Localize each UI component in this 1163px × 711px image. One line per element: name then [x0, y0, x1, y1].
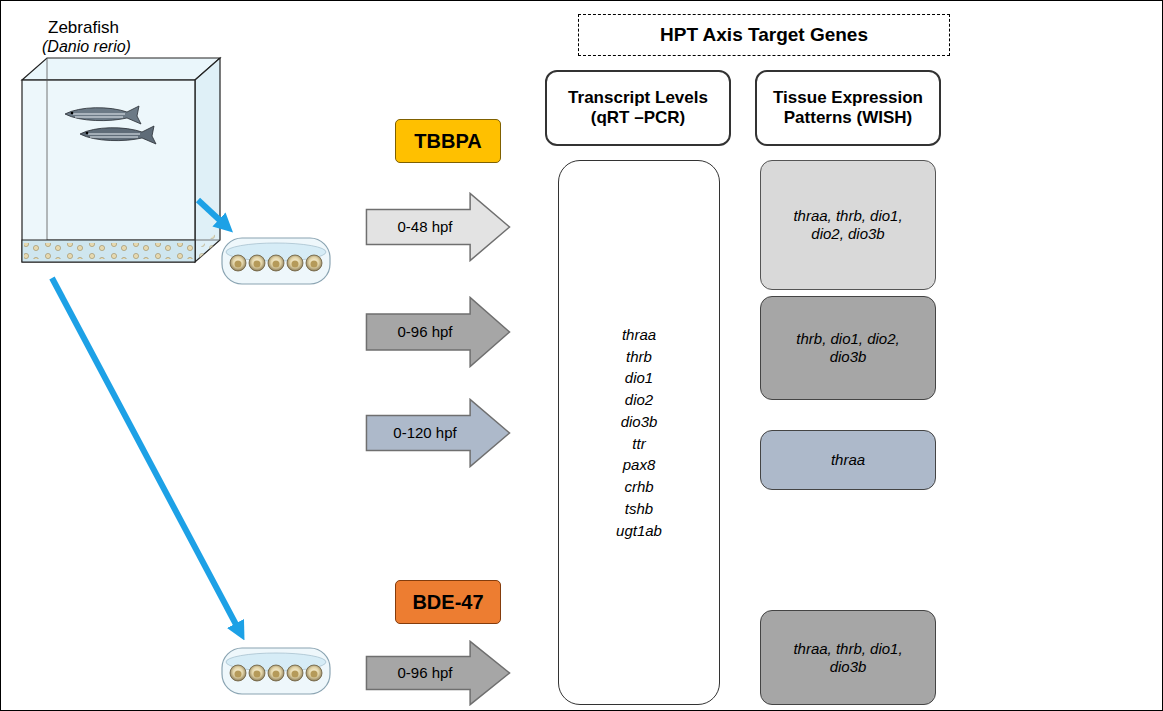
node-text: thraa, thrb, dio1, dio3b — [791, 640, 905, 676]
transfer-arrow — [52, 278, 240, 632]
wish-genes-box: thraa, thrb, dio1, dio2, dio3b — [760, 160, 936, 290]
node-text: 0-48 hpf — [397, 218, 452, 236]
petri-dish — [222, 648, 330, 694]
wish-genes-box: thraa, thrb, dio1, dio3b — [760, 610, 936, 705]
section-header: HPT Axis Target Genes — [578, 14, 950, 56]
exposure-arrow: 0-48 hpf — [365, 192, 511, 262]
species-name: (Danio rerio) — [42, 38, 131, 56]
node-text: 0-96 hpf — [397, 323, 452, 341]
node-text: thraa — [831, 451, 865, 469]
zebrafish-figure — [65, 106, 156, 144]
node-text: dio2 — [625, 389, 653, 411]
node-text: thraa, thrb, dio1, dio2, dio3b — [791, 207, 905, 243]
petri-dish — [222, 238, 330, 284]
node-text: HPT Axis Target Genes — [660, 24, 868, 47]
node-text: 0-96 hpf — [397, 664, 452, 682]
node-text: Transcript Levels (qRT –PCR) — [561, 88, 715, 129]
node-text: pax8 — [623, 454, 656, 476]
node-text: crhb — [624, 476, 653, 498]
node-text: dio1 — [625, 367, 653, 389]
node-text: 0-120 hpf — [393, 424, 456, 442]
node-text: TBBPA — [414, 129, 481, 153]
node-text: thrb — [626, 346, 652, 368]
wish-genes-box: thraa — [760, 430, 936, 490]
node-text: BDE-47 — [412, 590, 483, 614]
node-text: Tissue Expression Patterns (WISH) — [771, 88, 925, 129]
chemical-box: BDE-47 — [395, 580, 501, 624]
organism-name: Zebrafish — [48, 18, 119, 38]
node-text: tshb — [625, 498, 653, 520]
method-header: Transcript Levels (qRT –PCR) — [545, 70, 731, 146]
node-text: dio3b — [621, 411, 658, 433]
wish-genes-box: thrb, dio1, dio2, dio3b — [760, 296, 936, 400]
fish-tank — [22, 58, 220, 262]
node-text: ttr — [632, 433, 645, 455]
transfer-arrow — [198, 200, 226, 226]
node-text: thraa — [622, 324, 656, 346]
exposure-arrow: 0-96 hpf — [365, 640, 511, 706]
chemical-box: TBBPA — [395, 119, 501, 163]
exposure-arrow: 0-96 hpf — [365, 296, 511, 368]
method-header: Tissue Expression Patterns (WISH) — [755, 70, 941, 146]
node-text: ugt1ab — [616, 520, 662, 542]
node-text: thrb, dio1, dio2, dio3b — [791, 330, 905, 366]
gene-list-box: thraathrbdio1dio2dio3bttrpax8crhbtshbugt… — [558, 160, 720, 705]
exposure-arrow: 0-120 hpf — [365, 398, 511, 468]
